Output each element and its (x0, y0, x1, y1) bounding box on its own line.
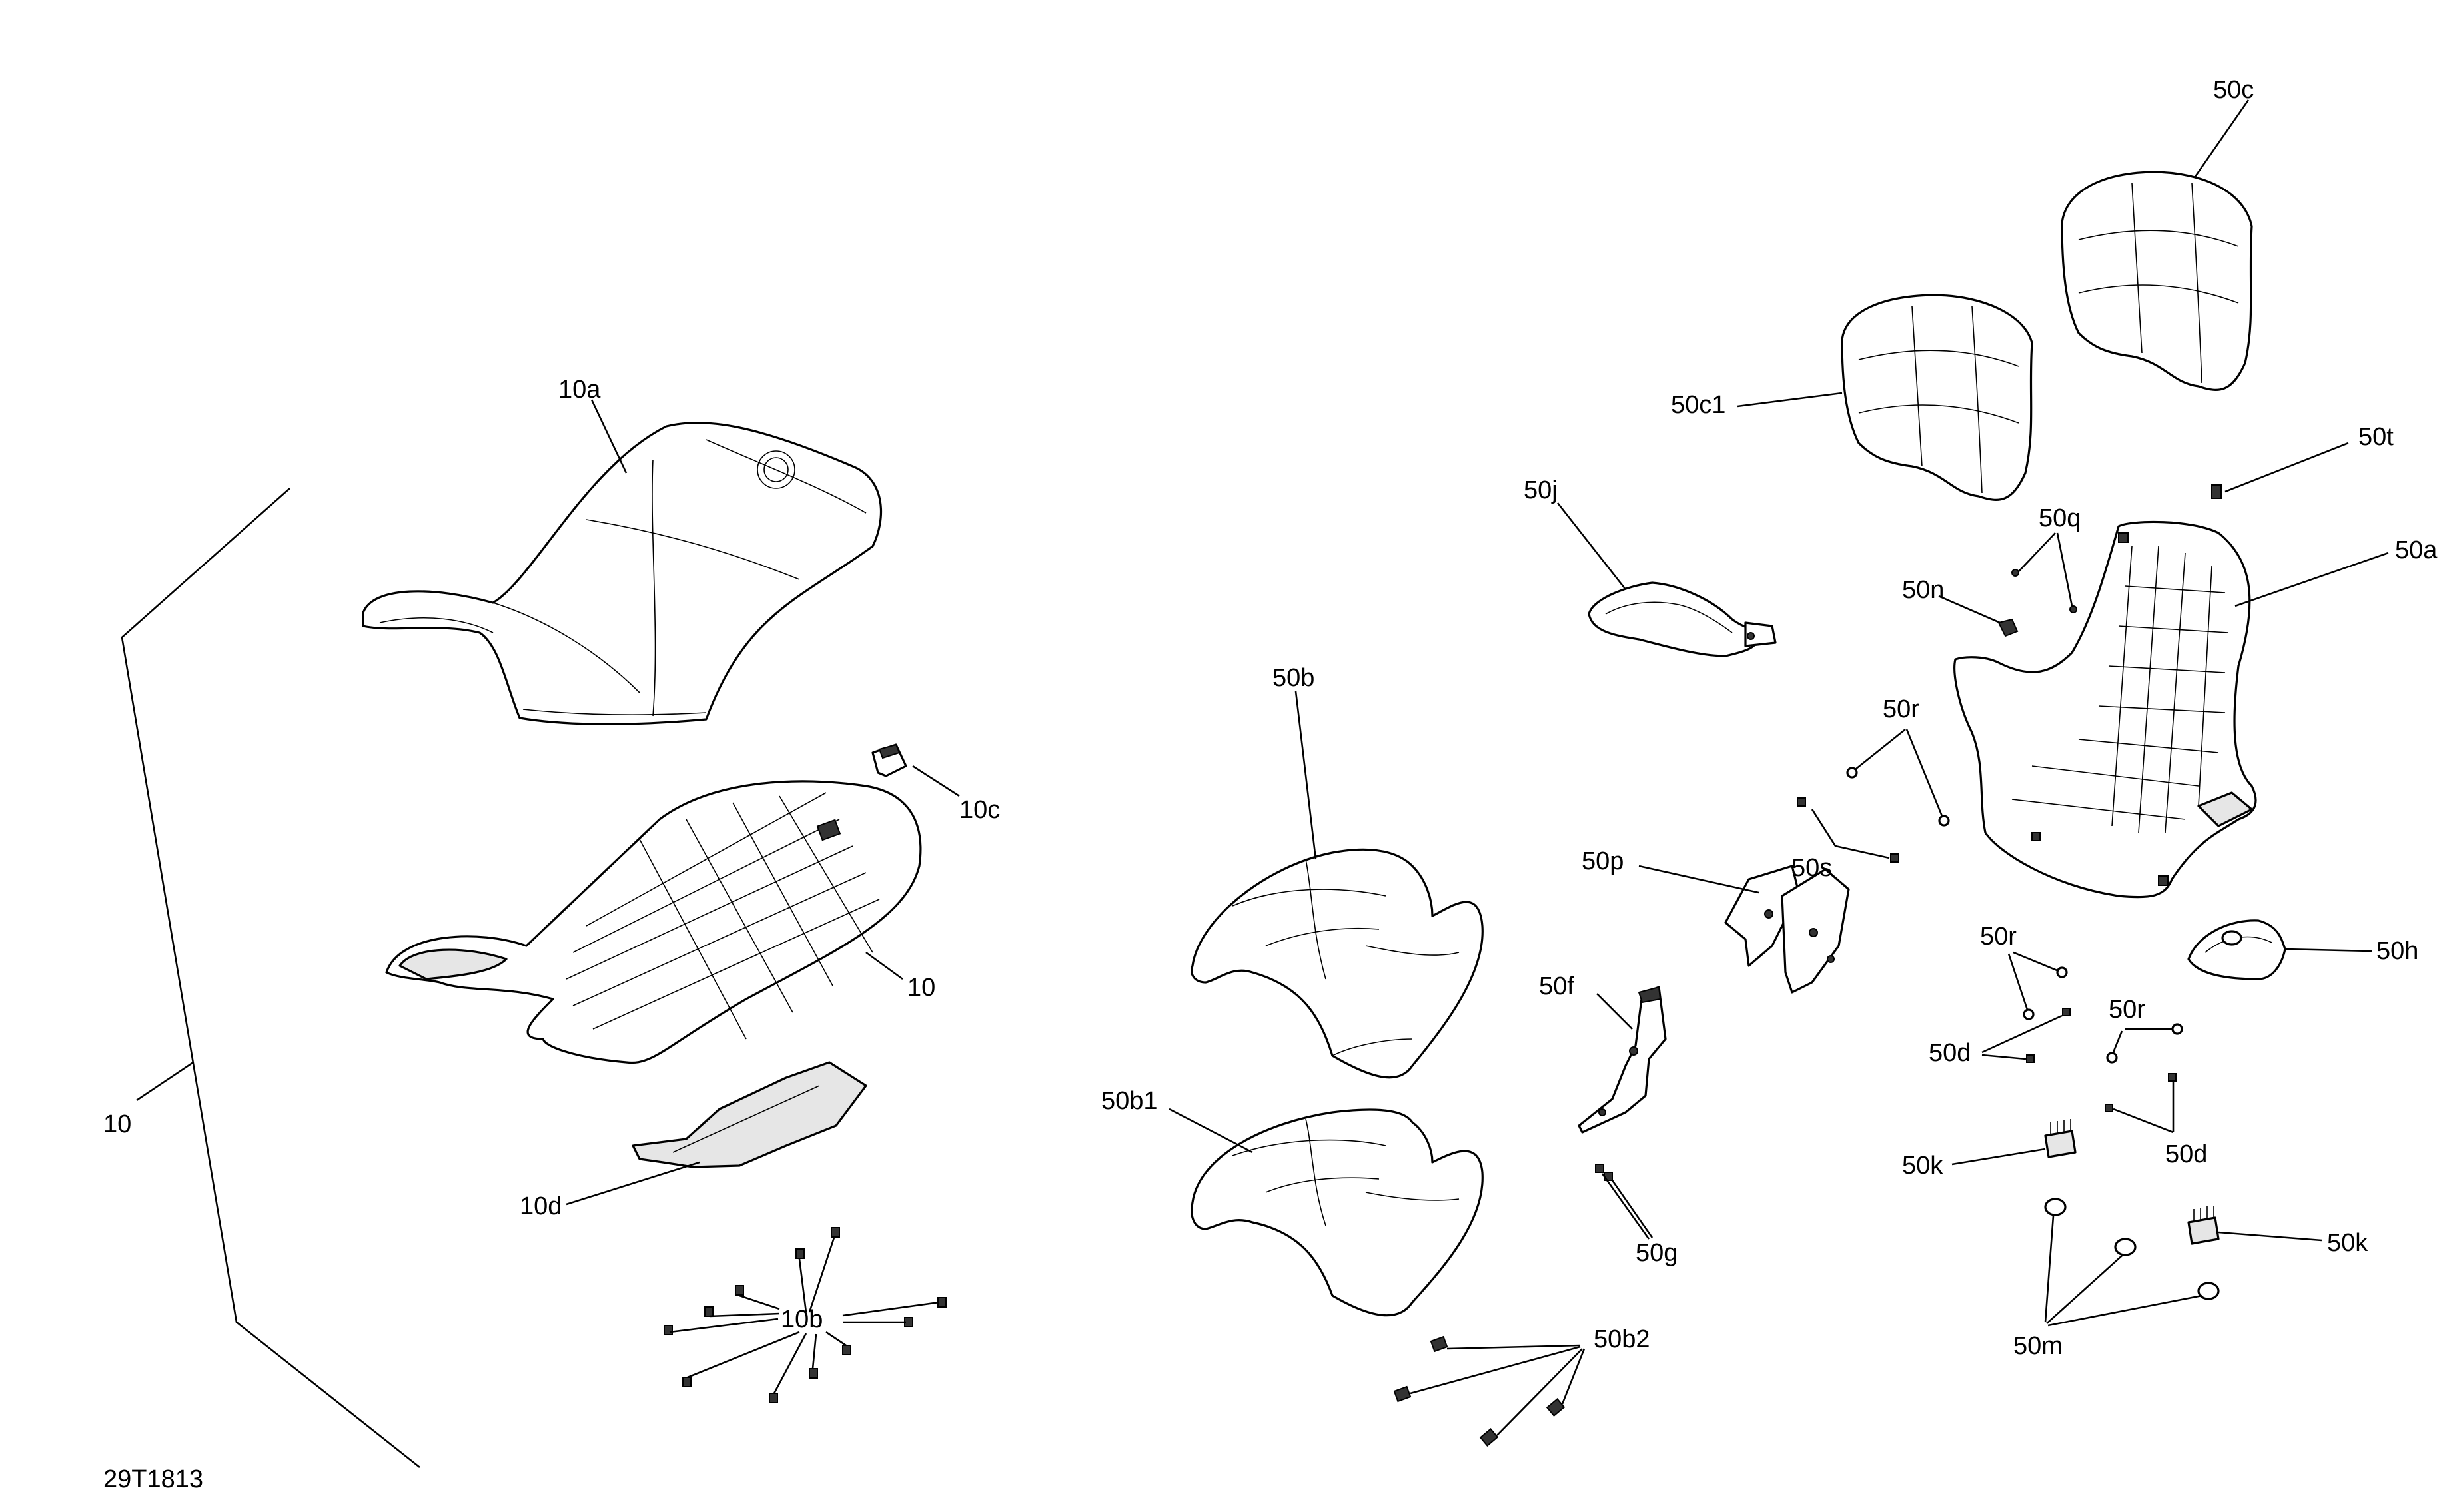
leaders-50r-right (2112, 1028, 2172, 1053)
screws-50d-left (2026, 1008, 2071, 1063)
nuts-50r-right (2106, 1023, 2183, 1064)
callout-10a: 10a (558, 376, 601, 404)
heat-shield-10d (632, 1061, 867, 1168)
leader-10a (590, 399, 628, 474)
leaders-50s (1811, 809, 1890, 859)
leaders-50q (2018, 532, 2073, 607)
callout-50b: 50b (1272, 664, 1314, 692)
callout-50d-left: 50d (1929, 1039, 1971, 1067)
drawing-number: 29T1813 (103, 1465, 203, 1493)
screws-50s (1797, 797, 1899, 863)
screws-50g (1595, 1164, 1613, 1181)
buckle-cover-50h (2187, 919, 2286, 980)
pin-50t (2211, 484, 2222, 499)
clip-50n (1997, 618, 2019, 637)
leader-10 (865, 951, 903, 980)
connector-50k-left (2044, 1119, 2077, 1158)
leader-50k-right (2218, 1231, 2322, 1242)
callout-50k-left: 50k (1902, 1152, 1943, 1180)
nuts-50r-mid (2023, 966, 2068, 1020)
leader-50h (2284, 948, 2372, 952)
callout-50n: 50n (1902, 576, 1944, 604)
screws-50d-right (2105, 1073, 2177, 1112)
bucket-seat-cushion-50b (1191, 848, 1484, 1079)
leaders-10b (669, 1237, 940, 1394)
callout-50g: 50g (1636, 1239, 1678, 1267)
leader-50b1 (1169, 1108, 1253, 1154)
callout-50a: 50a (2395, 536, 2438, 564)
leader-50c (2194, 99, 2250, 177)
callout-50r-right: 50r (2109, 996, 2145, 1024)
callout-50r-mid: 50r (1980, 923, 2017, 950)
latch-50f (1578, 986, 1667, 1134)
callout-10: 10 (907, 974, 935, 1002)
callout-50k-right: 50k (2327, 1229, 2368, 1257)
leader-50c1 (1737, 392, 1843, 408)
headrest-foam-50c1 (1841, 294, 2033, 501)
leader-10d (566, 1161, 700, 1206)
leaders-50r-top (1855, 728, 1943, 817)
callout-50j: 50j (1524, 476, 1558, 504)
callout-10c: 10c (959, 796, 1000, 824)
headrest-cover-50c (2061, 171, 2253, 391)
callout-50d-right: 50d (2165, 1140, 2207, 1168)
bucket-seat-cushion-50b1 (1191, 1108, 1484, 1317)
callout-50p: 50p (1582, 847, 1624, 875)
callout-50q: 50q (2039, 504, 2081, 532)
leader-50p (1638, 865, 1759, 894)
callout-50r-top: 50r (1883, 695, 1919, 723)
leader-50n (1938, 595, 2001, 624)
side-panels-50p (1724, 865, 1850, 994)
callout-50t: 50t (2358, 423, 2394, 451)
callout-50b2: 50b2 (1594, 1325, 1650, 1353)
grab-handle-50j (1588, 581, 1777, 657)
leader-10-bracket (136, 1061, 194, 1102)
callout-50c1: 50c1 (1671, 391, 1725, 419)
leader-50a (2234, 552, 2389, 607)
leader-50k-left (1951, 1148, 2046, 1166)
callout-50m: 50m (2013, 1332, 2063, 1360)
leader-50b (1294, 691, 1317, 860)
driver-seat-base (385, 780, 922, 1064)
leaders-50r-mid (2007, 951, 2059, 1010)
nuts-50r-top (1846, 767, 1950, 827)
leader-50j (1556, 502, 1627, 590)
callout-50s: 50s (1791, 854, 1832, 882)
leader-50f (1596, 993, 1633, 1030)
connector-50k-right (2187, 1206, 2220, 1245)
callout-10b: 10b (781, 1306, 823, 1333)
leader-50t (2224, 442, 2349, 493)
leaders-50b2 (1410, 1344, 1586, 1436)
callout-50c: 50c (2213, 76, 2254, 104)
leader-10c (912, 765, 960, 797)
fasteners-10b (664, 1227, 947, 1403)
callout-50b1: 50b1 (1101, 1087, 1158, 1115)
leaders-50m (2044, 1215, 2202, 1327)
callout-10-bracket: 10 (103, 1110, 131, 1138)
bumpers-50m (2044, 1198, 2220, 1300)
callout-50h: 50h (2376, 937, 2418, 965)
leaders-50d-right (2113, 1081, 2175, 1134)
callout-50f: 50f (1539, 972, 1574, 1000)
seat-frame-50a (1953, 520, 2257, 899)
fasteners-50b2 (1393, 1335, 1566, 1447)
leaders-50g (1601, 1173, 1654, 1240)
clips-50q (2011, 569, 2077, 613)
callout-10d: 10d (520, 1192, 562, 1220)
leaders-50d-left (1981, 1014, 2063, 1060)
driver-seat-cushion (362, 422, 883, 725)
assembly-10-bracket (121, 488, 420, 1469)
clip-10c (871, 743, 907, 777)
